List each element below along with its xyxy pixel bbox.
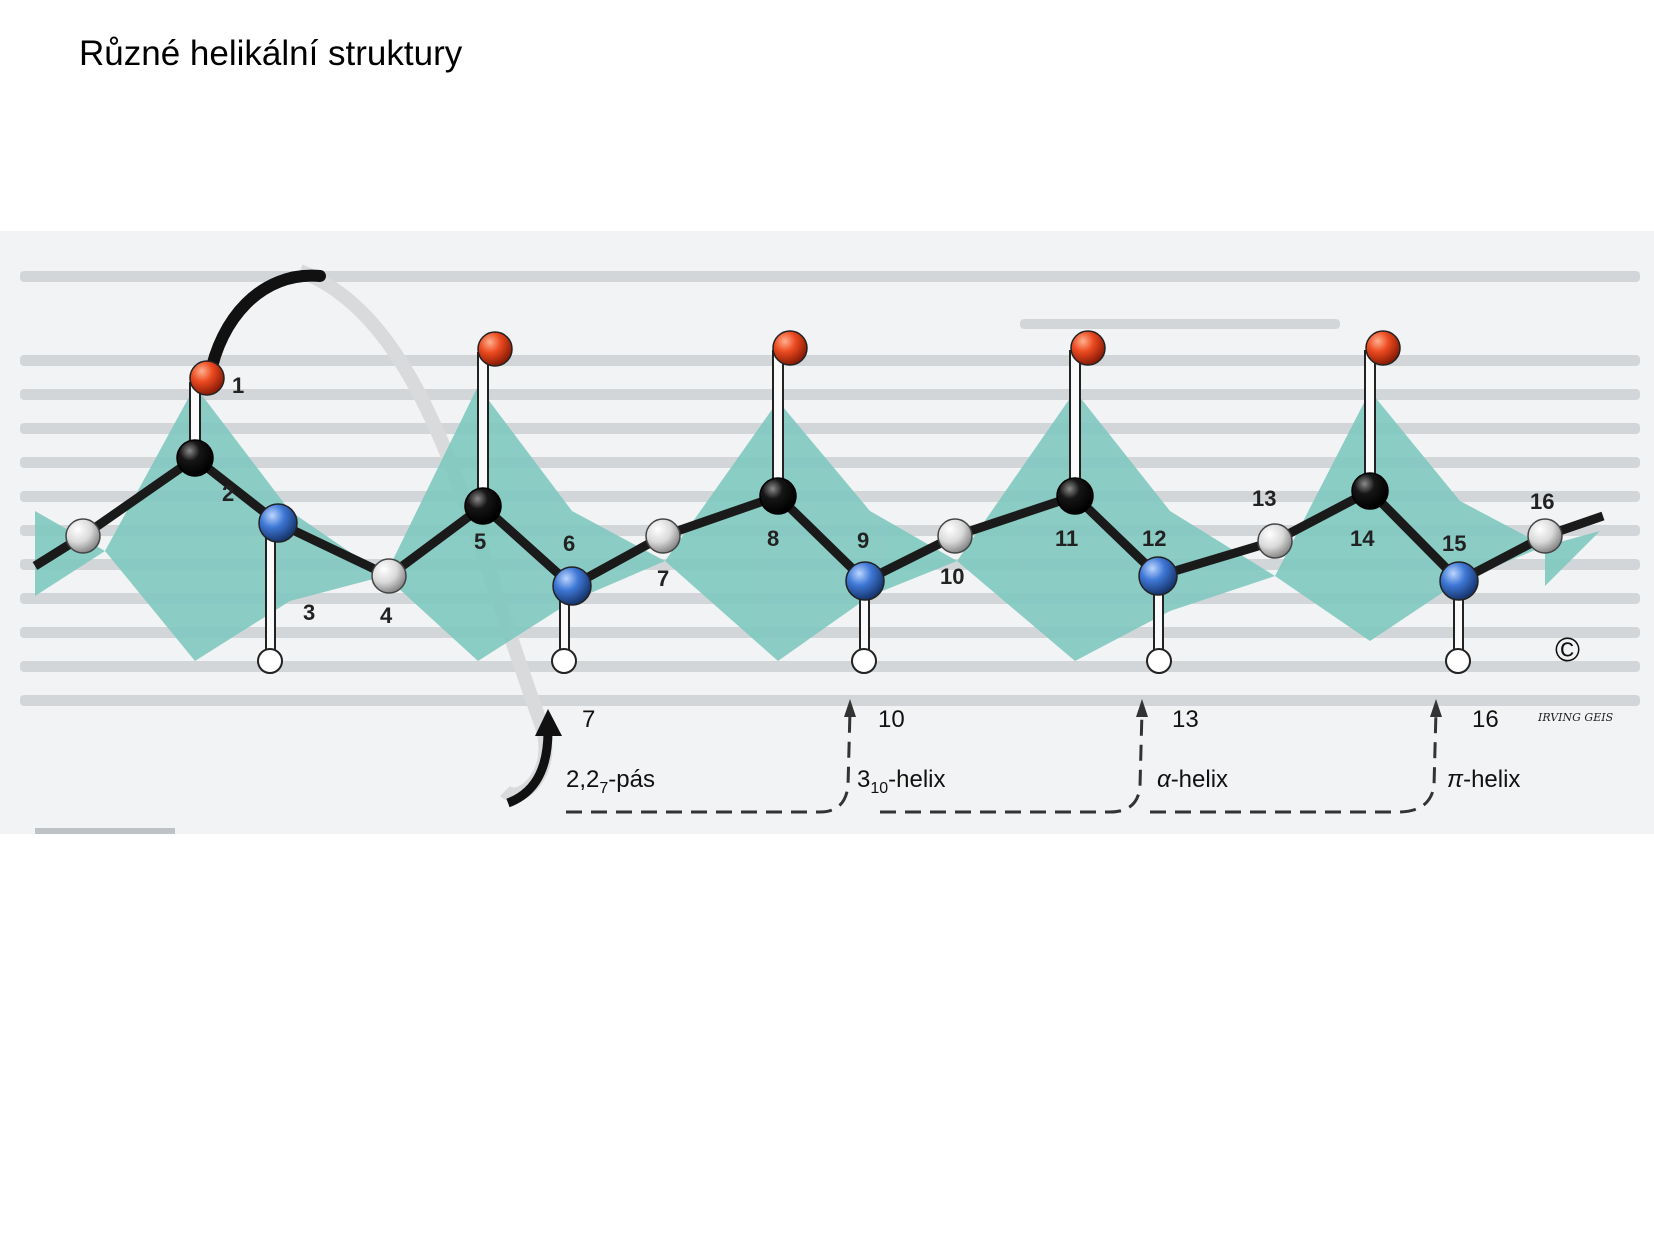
helix-type-suffix: -helix <box>1463 766 1520 793</box>
atom-number-labels: 1 2 3 4 5 6 7 8 9 10 11 12 13 14 15 16 <box>222 373 1554 628</box>
helix-type-subscript: 7 <box>599 780 608 797</box>
atom-label-16: 16 <box>1530 489 1554 514</box>
helix-type-name: 2,2 <box>566 766 599 793</box>
caption-fragment <box>35 828 175 834</box>
hbond-dashed-lines <box>566 710 1438 814</box>
partner-label-16: 16 <box>1472 706 1499 733</box>
partner-label-7: 7 <box>582 706 595 733</box>
copyright-mark: © <box>1555 631 1580 669</box>
arrow-2-2-7 <box>506 730 553 808</box>
atom-label-6: 6 <box>563 531 575 556</box>
slide-title: Různé helikální struktury <box>79 34 463 73</box>
hbond-partner-labels: 7 10 13 16 <box>582 706 1499 733</box>
helix-figure: 1 2 3 4 5 6 7 8 9 10 11 12 13 14 15 16 7… <box>0 231 1654 834</box>
partner-label-10: 10 <box>878 706 905 733</box>
nitrogen-atoms <box>258 503 1479 606</box>
atom-label-11: 11 <box>1055 526 1078 551</box>
atom-label-4: 4 <box>380 603 393 628</box>
helix-type-name: α <box>1157 766 1172 793</box>
atom-label-13: 13 <box>1252 486 1276 511</box>
helix-type-subscript: 10 <box>870 780 888 797</box>
atom-label-3: 3 <box>303 600 315 625</box>
helix-type-name: π <box>1447 766 1464 793</box>
alpha-carbon-atoms <box>65 518 1563 594</box>
hydrogen-atoms <box>257 648 1471 674</box>
carbonyl-carbon-atoms <box>176 439 1389 525</box>
helix-type-name: 3 <box>857 766 870 793</box>
label-3-10-helix: 310-helix <box>857 766 946 797</box>
helix-type-suffix: -pás <box>608 766 655 793</box>
helix-type-labels: 2,27-pás 310-helix α-helix π-helix <box>566 766 1520 797</box>
helix-type-suffix: -helix <box>1171 766 1228 793</box>
hbond-arrow-heads <box>844 699 1442 717</box>
label-2-2-7-band: 2,27-pás <box>566 766 655 797</box>
artist-signature: IRVING GEIS <box>1537 711 1614 724</box>
atom-label-9: 9 <box>857 528 869 553</box>
atom-label-14: 14 <box>1350 526 1375 551</box>
atom-label-5: 5 <box>474 529 486 554</box>
arrow-2-2-7-head <box>535 709 562 736</box>
label-pi-helix: π-helix <box>1447 766 1520 793</box>
hbond-arc-2-2-7 <box>204 269 326 382</box>
atom-label-1: 1 <box>232 373 244 398</box>
atom-label-10: 10 <box>940 564 964 589</box>
partner-label-13: 13 <box>1172 706 1199 733</box>
label-alpha-helix: α-helix <box>1157 766 1228 793</box>
oxygen-atoms <box>189 330 1401 396</box>
atom-label-7: 7 <box>657 566 669 591</box>
helix-type-suffix: -helix <box>888 766 945 793</box>
atom-label-8: 8 <box>767 526 779 551</box>
atom-label-15: 15 <box>1442 531 1466 556</box>
atom-label-2: 2 <box>222 481 234 506</box>
atom-label-12: 12 <box>1142 526 1166 551</box>
